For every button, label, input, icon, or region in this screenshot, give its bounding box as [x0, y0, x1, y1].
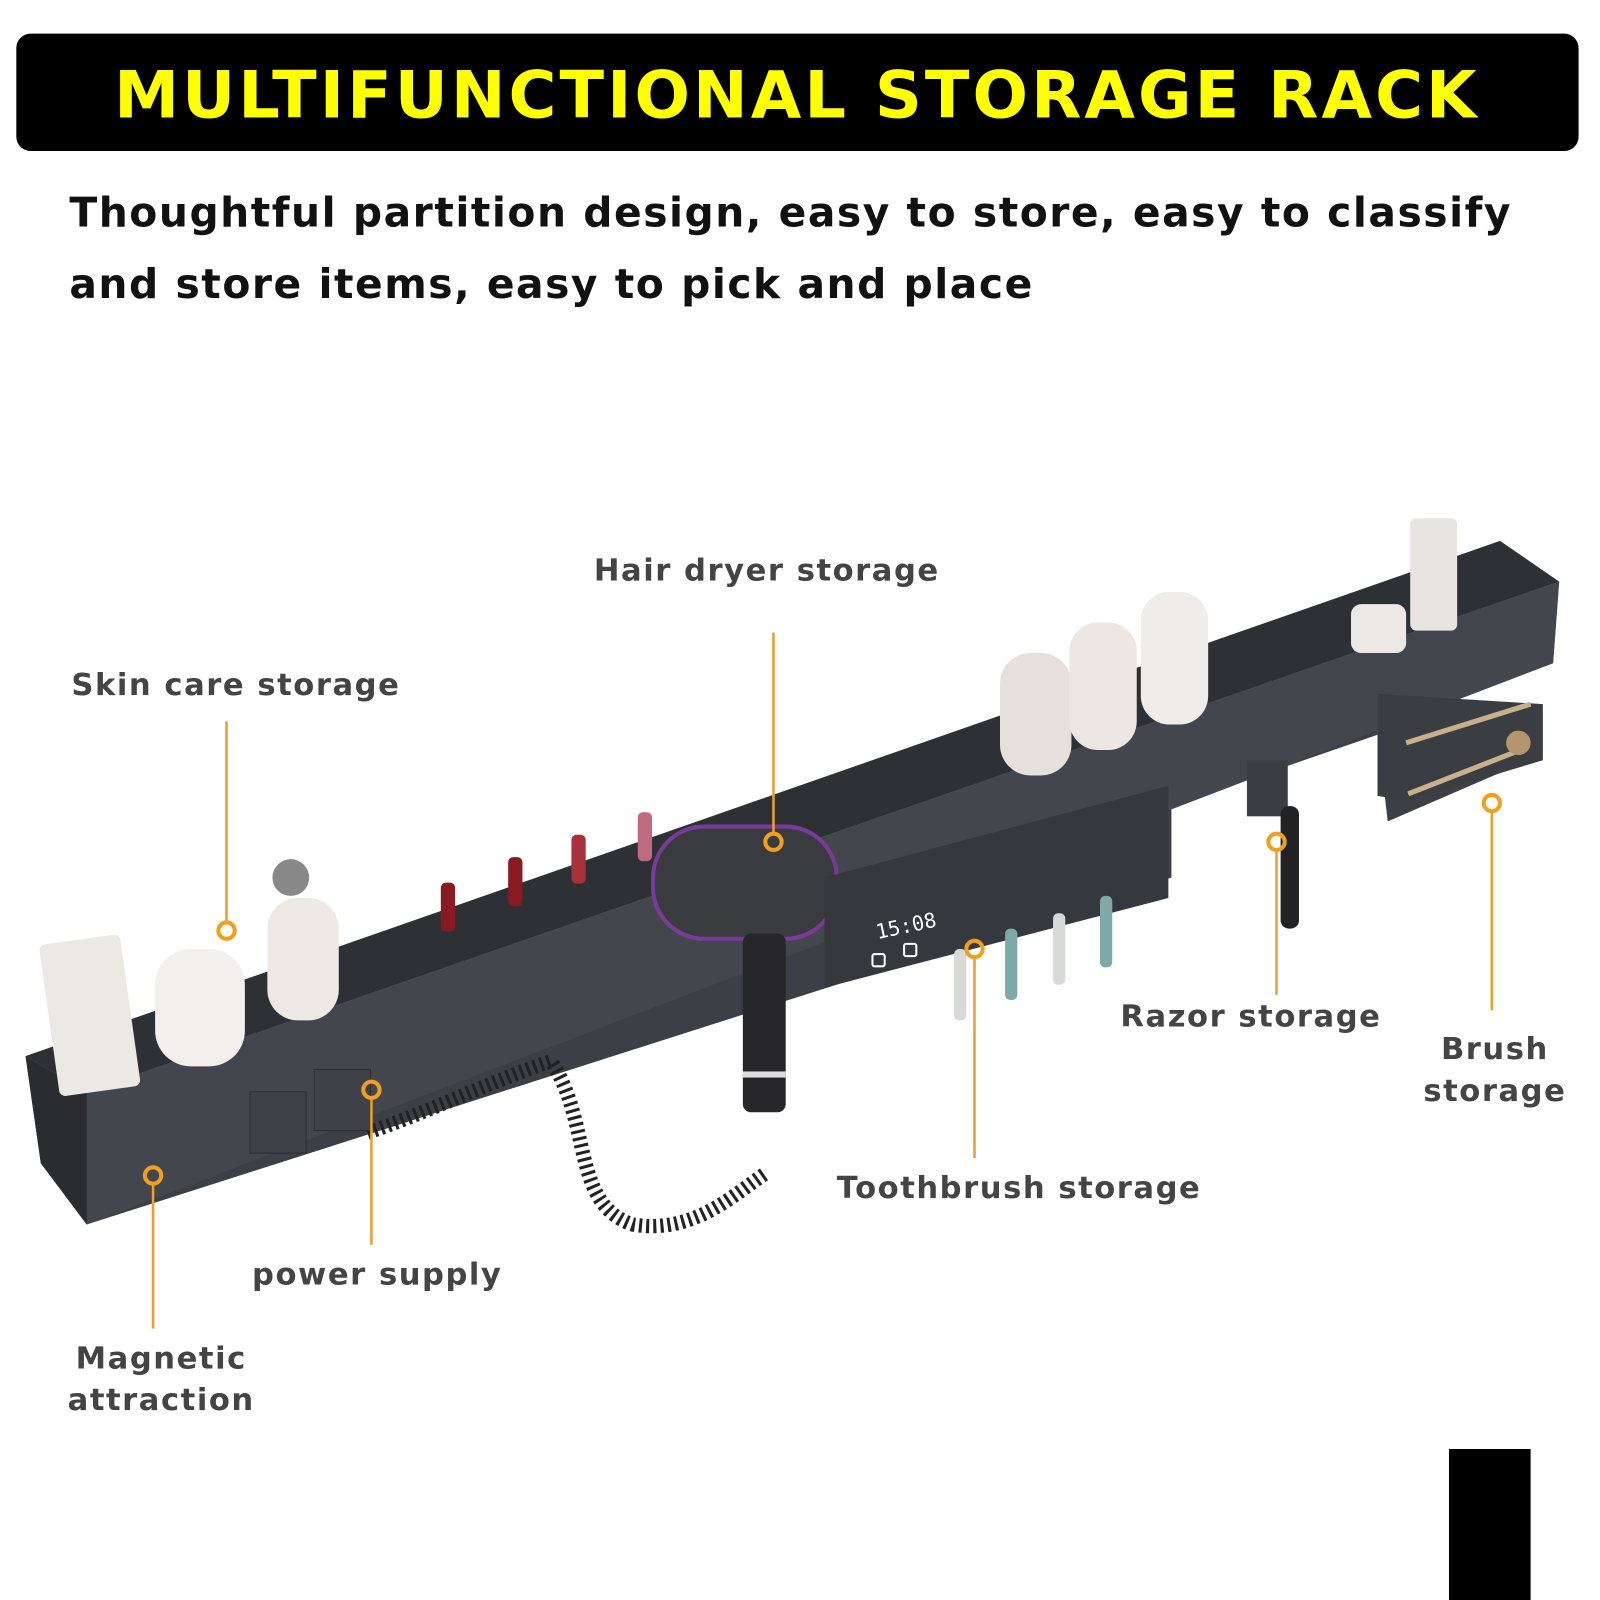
- label-magnetic-1: Magnetic: [76, 1341, 247, 1376]
- label-brush-storage-1: Brush: [1441, 1032, 1549, 1067]
- callout-skin-care: Skin care storage: [71, 668, 400, 941]
- label-razor-storage: Razor storage: [1120, 1000, 1381, 1035]
- header-title: MULTIFUNCTIONAL STORAGE RACK: [114, 57, 1480, 133]
- callout-toothbrush: Toothbrush storage: [837, 938, 1202, 1206]
- label-magnetic-2: attraction: [68, 1383, 255, 1418]
- label-hair-dryer-storage: Hair dryer storage: [594, 554, 940, 589]
- label-toothbrush-storage: Toothbrush storage: [837, 1171, 1202, 1206]
- callout-magnetic: Magnetic attraction: [68, 1165, 255, 1418]
- label-brush-storage-2: storage: [1423, 1074, 1566, 1109]
- callout-brush: Brush storage: [1423, 792, 1566, 1109]
- callout-power: power supply: [252, 1079, 502, 1293]
- subtitle-line-1: Thoughtful partition design, easy to sto…: [69, 189, 1512, 237]
- storage-rack-illustration: 15:08: [25, 518, 1560, 1234]
- callout-razor: Razor storage: [1120, 831, 1381, 1035]
- black-block: [1448, 1448, 1531, 1600]
- subtitle-line-2: and store items, easy to pick and place: [69, 260, 1033, 308]
- header-banner: [16, 33, 1579, 152]
- label-skin-care-storage: Skin care storage: [71, 668, 400, 703]
- callout-hair-dryer: Hair dryer storage: [594, 554, 940, 853]
- label-power-supply: power supply: [252, 1258, 502, 1293]
